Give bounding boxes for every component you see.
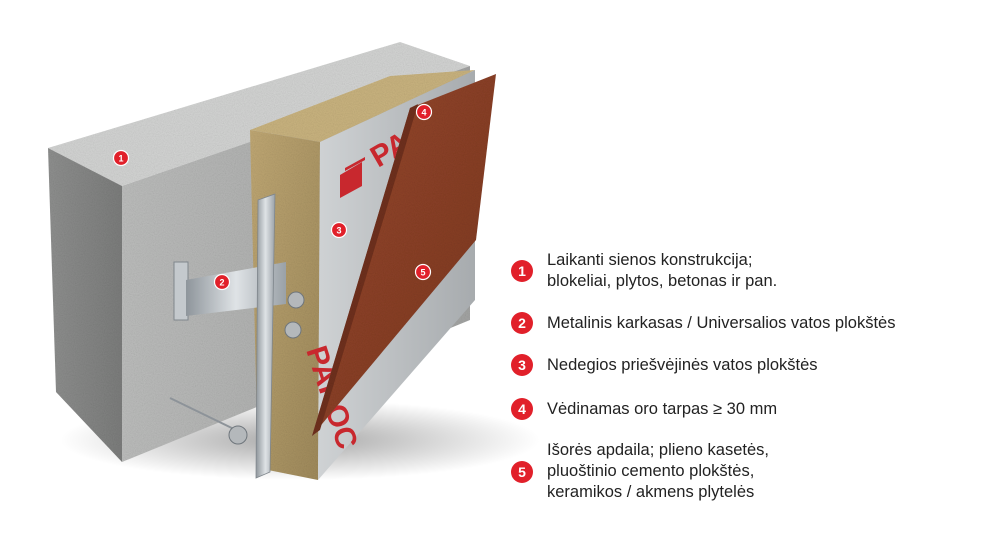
wall-top-face: [48, 42, 470, 186]
legend-item-3: 3 Nedegios priešvėjinės vatos plokštės: [511, 354, 818, 376]
legend-number-badge: 1: [511, 260, 533, 282]
legend-label: Išorės apdaila; plieno kasetės, pluoštin…: [547, 441, 769, 501]
vertical-profile: [255, 193, 276, 479]
marker-5: 5: [414, 263, 432, 281]
svg-text:3: 3: [336, 226, 341, 236]
legend-item-2: 2 Metalinis karkasas / Universalios vato…: [511, 312, 895, 334]
anchor-disc: [287, 291, 305, 309]
marker-1: 1: [112, 149, 130, 167]
legend-number-badge: 2: [511, 312, 533, 334]
legend-label: Vėdinamas oro tarpas ≥ 30 mm: [547, 399, 778, 418]
cladding-edge: [312, 104, 418, 436]
legend-label: Metalinis karkasas / Universalios vatos …: [547, 313, 896, 332]
legend-item-4: 4 Vėdinamas oro tarpas ≥ 30 mm: [511, 398, 777, 420]
legend-label: Laikanti sienos konstrukcija; blokeliai,…: [547, 251, 778, 290]
legend-number-badge: 3: [511, 354, 533, 376]
membrane-logo-stripe: [345, 157, 365, 171]
legend-number-badge: 4: [511, 398, 533, 420]
marker-4: 4: [415, 103, 433, 121]
svg-text:1: 1: [118, 154, 123, 164]
metal-subframe: [169, 193, 305, 479]
insulation-top: [250, 70, 475, 142]
cladding-face: [312, 74, 496, 436]
exterior-cladding: [312, 74, 496, 436]
svg-text:5: 5: [420, 268, 425, 278]
insulation-anchor-rod: [169, 397, 241, 433]
membrane-logo-mark: [340, 162, 362, 198]
legend-item-5: 5 Išorės apdaila; plieno kasetės, pluošt…: [511, 440, 769, 503]
svg-text:4: 4: [421, 108, 426, 118]
legend-label: Nedegios priešvėjinės vatos plokštės: [547, 355, 818, 374]
wall-bracket-plate: [173, 261, 189, 321]
anchor-disc: [228, 425, 248, 445]
legend-number-badge: 5: [511, 460, 533, 483]
marker-3: 3: [330, 221, 348, 239]
wall-side-face: [48, 148, 122, 462]
anchor-disc: [284, 321, 302, 339]
svg-text:2: 2: [219, 278, 224, 288]
legend-item-1: 1 Laikanti sienos konstrukcija; blokelia…: [511, 250, 777, 292]
marker-2: 2: [213, 273, 231, 291]
